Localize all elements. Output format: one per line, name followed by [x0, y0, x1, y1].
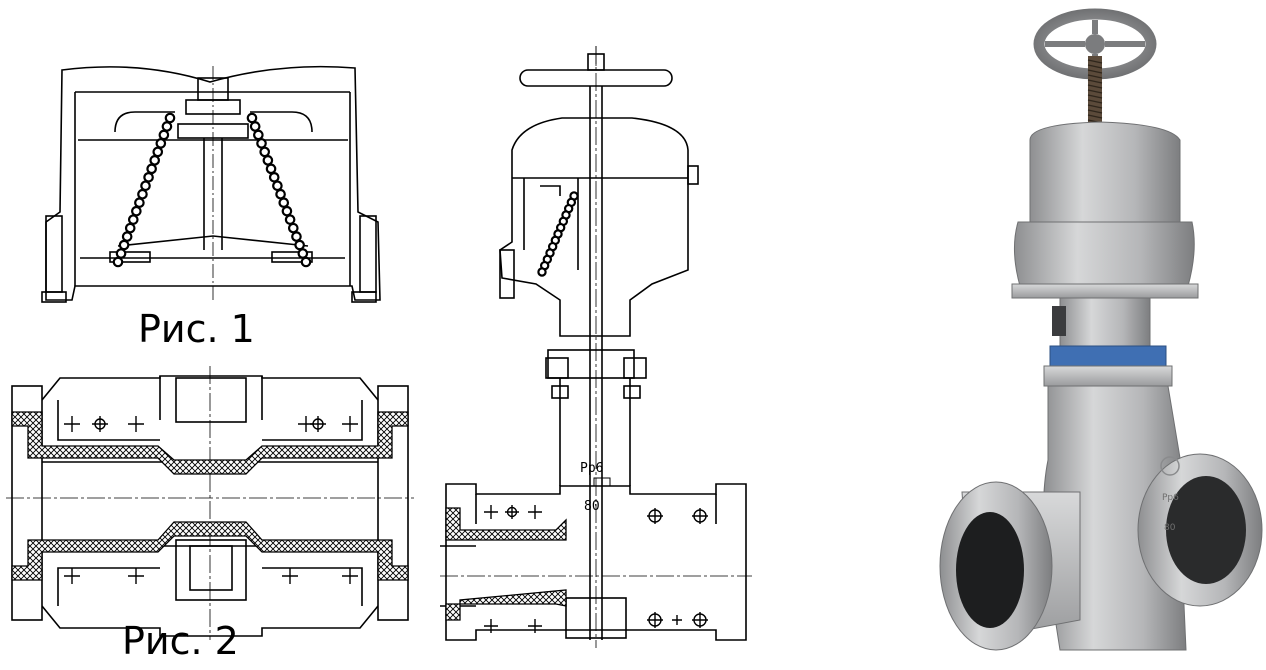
yoke-nut: [1052, 306, 1066, 336]
middle-cross-marks: [484, 505, 708, 633]
spring-coil: [155, 138, 167, 149]
spring-coil: [164, 112, 176, 124]
spring-coil: [146, 163, 157, 175]
spring-coil: [259, 146, 271, 158]
spring-coil: [262, 155, 274, 166]
spring-coil: [284, 214, 296, 225]
drawing-temperature-mark: 80: [584, 499, 600, 514]
spring-coil: [291, 231, 302, 242]
spring-coil: [265, 163, 277, 175]
stem-thread: [1087, 59, 1103, 129]
spring-coil: [249, 121, 261, 132]
spring-coil: [149, 155, 161, 166]
spring-coil: [134, 197, 145, 209]
handwheel-hub: [1085, 34, 1105, 54]
spring-coil: [121, 231, 133, 242]
blue-coupling: [1049, 345, 1167, 369]
spring-coil: [137, 188, 148, 200]
spring-coil: [246, 112, 258, 124]
outlet-bore: [1166, 476, 1246, 584]
figure-1-spring-actuator: [41, 65, 381, 303]
fig2-cross-marks: [64, 416, 358, 584]
drawing-mark-frame: [593, 477, 611, 487]
inlet-bore: [956, 512, 1024, 628]
spring-coil: [161, 121, 173, 132]
figure-2-lined-body: [6, 366, 414, 640]
spring-coil: [294, 239, 305, 251]
spring-coil: [158, 129, 170, 141]
spring-coil: [300, 256, 312, 268]
photo-pressure-mark: Pр6: [1162, 493, 1179, 503]
body-top-flange: [1043, 365, 1173, 387]
spring-coil: [124, 222, 136, 234]
maker-emblem: [1160, 456, 1180, 476]
middle-lining: [445, 507, 567, 621]
spring-coil: [278, 197, 290, 209]
spring-coil: [152, 146, 164, 158]
spring-coil: [256, 138, 267, 149]
photo-temperature-mark: 80: [1164, 523, 1176, 533]
spring-coil: [297, 248, 309, 259]
spring-coil: [115, 248, 127, 259]
spring-coil: [140, 180, 151, 192]
spring-coil: [143, 171, 154, 183]
drawing-pressure-mark: Pр6: [580, 461, 603, 476]
spring-coil: [272, 180, 283, 192]
figure-1-caption: Рис. 1: [138, 307, 255, 351]
spring-coil: [131, 205, 142, 217]
figure-2-caption: Рис. 2: [122, 619, 239, 663]
spring-coil: [253, 129, 264, 141]
spring-coil: [537, 267, 547, 277]
valve-photo: Pр6 80: [939, 8, 1263, 651]
spring-coil: [268, 171, 280, 183]
handwheel-spokes: [1045, 20, 1145, 68]
bonnet-cap: [1029, 121, 1181, 223]
spring-coil: [275, 188, 286, 200]
fig2-lining: [11, 411, 409, 581]
threaded-stem: [1088, 56, 1102, 132]
middle-valve-section: [440, 46, 752, 648]
bonnet-lower: [1013, 221, 1195, 287]
spring-coil: [112, 256, 124, 268]
middle-spring-coils: [537, 191, 579, 277]
spring-coil: [287, 222, 299, 234]
spring-coil: [127, 214, 139, 225]
bonnet-flange: [1011, 283, 1199, 299]
yoke: [1059, 297, 1151, 347]
spring-coil: [281, 205, 293, 217]
fig1-spring-coils: [112, 112, 312, 268]
spring-coil: [118, 239, 130, 251]
